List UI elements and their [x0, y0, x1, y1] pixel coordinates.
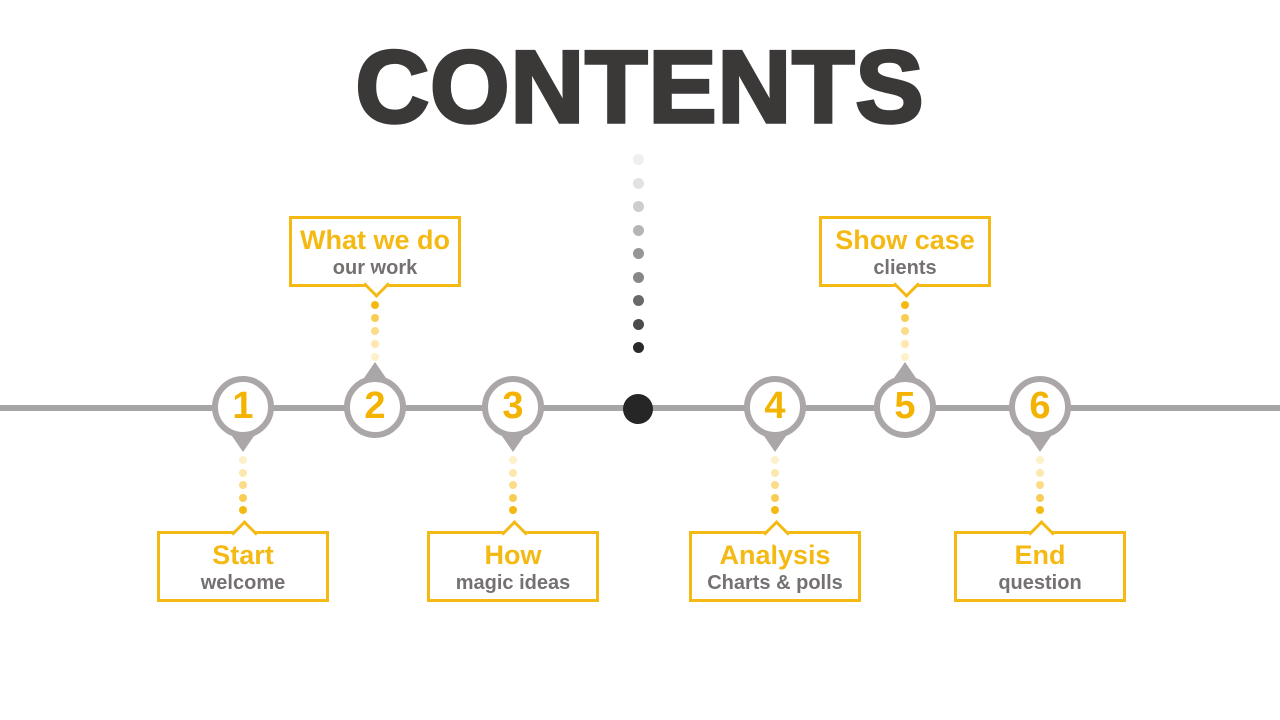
center-timeline-dot — [623, 394, 653, 424]
node-number: 6 — [1029, 385, 1051, 427]
trail-dot — [632, 295, 644, 306]
circle-pointer-down-icon — [764, 436, 786, 452]
dot-connector — [1036, 456, 1044, 514]
trail-dot — [632, 271, 644, 283]
node-circle-3: 3 — [482, 376, 544, 438]
callout-box-what-we-do: What we do our work — [289, 216, 461, 298]
trail-dot — [632, 154, 644, 165]
callout-title: Show case — [835, 225, 975, 255]
dot-connector — [901, 301, 909, 361]
callout-box-end: End question — [954, 520, 1126, 602]
circle-pointer-up-icon — [894, 362, 916, 378]
callout-box-start: Start welcome — [157, 520, 329, 602]
circle-pointer-down-icon — [232, 436, 254, 452]
dot-connector — [509, 456, 517, 514]
node-circle-1: 1 — [212, 376, 274, 438]
dot-connector — [771, 456, 779, 514]
circle-pointer-down-icon — [1029, 436, 1051, 452]
trail-dot — [632, 177, 644, 189]
callout-subtitle: magic ideas — [455, 571, 571, 594]
callout-box-how: How magic ideas — [427, 520, 599, 602]
callout-subtitle: clients — [873, 256, 937, 279]
trail-dot — [632, 248, 644, 259]
callout-subtitle: welcome — [200, 571, 286, 594]
dot-connector — [239, 456, 247, 514]
node-number: 5 — [894, 385, 916, 427]
dot-connector — [371, 301, 379, 361]
node-circle-2: 2 — [344, 376, 406, 438]
callout-subtitle: Charts & polls — [707, 571, 843, 594]
trail-dot — [632, 224, 644, 236]
node-number: 3 — [502, 385, 524, 427]
node-circle-6: 6 — [1009, 376, 1071, 438]
callout-subtitle: our work — [332, 256, 418, 279]
callout-title: What we do — [300, 225, 450, 255]
node-circle-5: 5 — [874, 376, 936, 438]
trail-dot — [632, 342, 644, 353]
center-fading-dot-trail — [632, 154, 644, 353]
circle-pointer-up-icon — [364, 362, 386, 378]
callout-box-analysis: Analysis Charts & polls — [689, 520, 861, 602]
node-number: 4 — [764, 385, 786, 427]
circle-pointer-down-icon — [502, 436, 524, 452]
node-circle-4: 4 — [744, 376, 806, 438]
callout-box-show-case: Show case clients — [819, 216, 991, 298]
callout-subtitle: question — [998, 571, 1082, 594]
node-number: 2 — [364, 385, 386, 427]
trail-dot — [632, 318, 644, 330]
trail-dot — [632, 201, 644, 212]
node-number: 1 — [232, 385, 254, 427]
page-title: CONTENTS — [354, 30, 926, 144]
